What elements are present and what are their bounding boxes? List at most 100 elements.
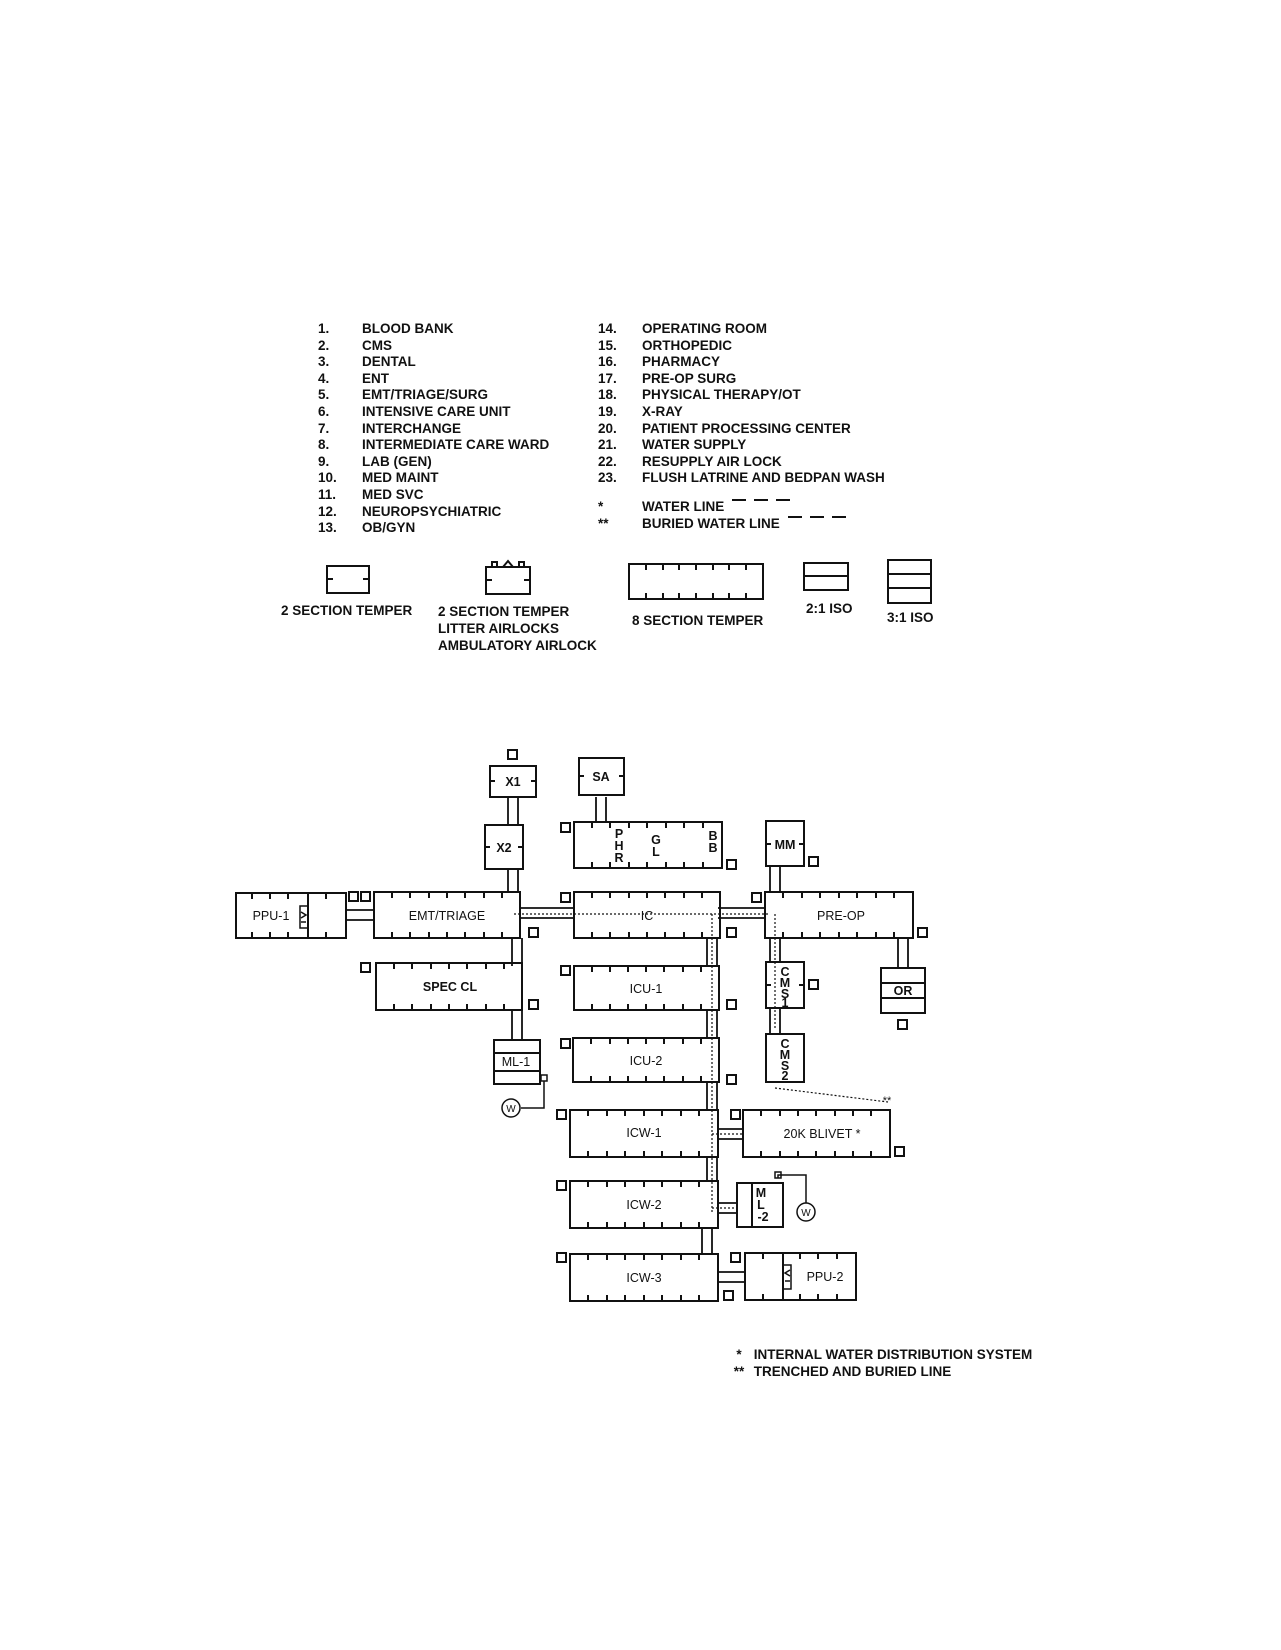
label-ppu-1: PPU-1 (253, 909, 290, 923)
legend-number: 16. (598, 354, 617, 370)
latrine-marker (808, 979, 819, 990)
legend-label: ORTHOPEDIC (642, 337, 733, 353)
connectors (345, 797, 909, 1283)
unit-x1 (489, 765, 537, 798)
latrine-marker (556, 1252, 567, 1263)
water-tank-symbol (796, 1202, 816, 1222)
label-spec-cl: SPEC CL (423, 980, 478, 994)
symbol-two-section-temper (326, 565, 370, 594)
label-cms-2-c: S (781, 1059, 789, 1073)
unit-cms-1 (765, 961, 805, 1009)
legend-item: 3.DENTAL (318, 354, 549, 371)
label-ml-1: ML-1 (502, 1055, 531, 1069)
symbol-airlock-temper (485, 559, 531, 595)
latrine-marker (348, 891, 359, 902)
footnote-row: * INTERNAL WATER DISTRIBUTION SYSTEM (728, 1346, 1032, 1363)
unit-icw-3 (569, 1253, 719, 1302)
caption-8-section-temper: 8 SECTION TEMPER (632, 613, 764, 628)
symbol-eight-section-temper (628, 563, 764, 600)
legend-label: BURIED WATER LINE (642, 515, 780, 531)
latrine-marker (726, 927, 737, 938)
legend-label: WATER LINE (642, 498, 725, 514)
legend-item: 10. MED MAINT (318, 470, 549, 487)
legend-item: 9.LAB (GEN) (318, 454, 549, 471)
legend-label: OPERATING ROOM (642, 321, 768, 336)
legend-label: MED MAINT (362, 470, 439, 486)
label-icu-1: ICU-1 (630, 982, 663, 996)
legend-label: NEUROPSYCHIATRIC (362, 503, 502, 519)
legend-item: 14. OPERATING ROOM (598, 321, 885, 338)
legend-label: X-RAY (642, 403, 683, 419)
unit-icw-2 (569, 1180, 719, 1229)
label-x1: X1 (505, 775, 520, 789)
unit-ic (573, 891, 721, 939)
legend-label: PHYSICAL THERAPY/OT (642, 387, 801, 403)
unit-or (880, 967, 926, 1014)
legend-item: 1.BLOOD BANK (318, 321, 549, 338)
legend-item: 23.FLUSH LATRINE AND BEDPAN WASH (598, 470, 885, 487)
legend-item: 19.X-RAY (598, 404, 885, 421)
latrine-marker (726, 1074, 737, 1085)
label-phr-2: H (614, 839, 623, 853)
latrine-marker (897, 1019, 908, 1030)
unit-mm (765, 820, 805, 867)
label-icw-3: ICW-3 (626, 1271, 661, 1285)
label-ml-2-a: M (756, 1186, 766, 1200)
legend-number: 5. (318, 387, 330, 403)
label-pre-op: PRE-OP (817, 909, 865, 923)
legend-label: WATER SUPPLY (642, 437, 747, 453)
legend-item: 20.PATIENT PROCESSING CENTER (598, 421, 885, 438)
legend-label: DENTAL (362, 354, 416, 370)
unit-icu-2 (572, 1037, 720, 1083)
caption-airlocks: 2 SECTION TEMPER LITTER AIRLOCKS AMBULAT… (438, 603, 597, 654)
label-w: W (801, 1208, 811, 1219)
legend-number: 15. (598, 337, 617, 353)
unit-sa (578, 757, 625, 796)
dash-mark (809, 515, 824, 533)
legend-number: 14. (598, 321, 617, 336)
footnote-text: INTERNAL WATER DISTRIBUTION SYSTEM (753, 1347, 1033, 1362)
label-gl-1: G (651, 833, 661, 847)
legend-label: FLUSH LATRINE AND BEDPAN WASH (642, 470, 885, 486)
unit-20k-blivet (742, 1109, 891, 1158)
unit-ml-1 (493, 1039, 541, 1085)
legend-item: 21. WATER SUPPLY (598, 437, 885, 454)
caption-line: AMBULATORY AIRLOCK (438, 638, 597, 653)
legend-number: 10. (318, 470, 337, 486)
label-phr-1: P (615, 827, 623, 841)
dash-mark (776, 498, 791, 516)
footnote-mark: ** (733, 1364, 745, 1379)
symbol-3-1-iso (887, 559, 932, 604)
latrine-marker (528, 927, 539, 938)
label-icw-1: ICW-1 (626, 1126, 661, 1140)
caption-3-1-iso: 3:1 ISO (887, 610, 934, 625)
water-valve-marker (540, 1074, 548, 1082)
water-line-key: * WATER LINE (598, 498, 885, 516)
legend-item: 17.PRE-OP SURG (598, 371, 885, 388)
label-emt-triage: EMT/TRIAGE (409, 909, 485, 923)
symbol-2-1-iso (803, 562, 849, 591)
legend-number: 13. (318, 520, 337, 536)
legend-number: 11. (318, 486, 337, 502)
unit-ppu-2 (744, 1252, 857, 1301)
legend-number: 9. (318, 453, 330, 469)
latrine-marker (730, 1109, 741, 1120)
legend-number: 21. (598, 437, 617, 453)
latrine-marker (894, 1146, 905, 1157)
legend-label: MED SVC (362, 486, 424, 502)
legend-item: 2.CMS (318, 338, 549, 355)
latrine-marker (726, 999, 737, 1010)
label-ppu-2: PPU-2 (807, 1270, 844, 1284)
label-cms-1-a: C (780, 965, 789, 979)
water-lines (514, 913, 889, 1212)
latrine-marker (560, 965, 571, 976)
unit-cms-2 (765, 1033, 805, 1083)
legend-item: 18.PHYSICAL THERAPY/OT (598, 387, 885, 404)
legend-label: CMS (362, 337, 392, 353)
legend-number: 7. (318, 420, 330, 436)
latrine-marker (751, 892, 762, 903)
legend-number: 20. (598, 420, 617, 436)
legend-mark: ** (598, 515, 609, 531)
